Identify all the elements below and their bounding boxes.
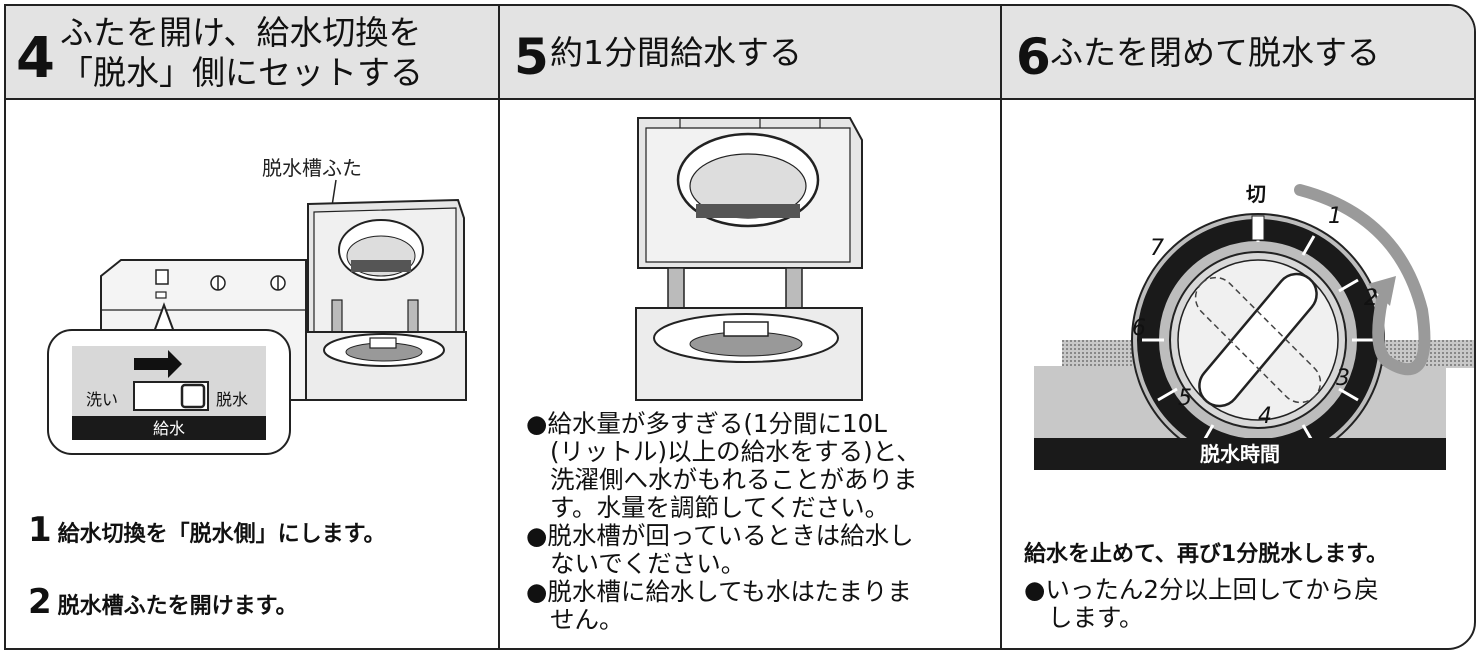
- instruction-panel: 4 ふたを開け、給水切換を 「脱水」側にセットする 脱水槽ふた: [4, 4, 1476, 650]
- step-6-number: 6: [1016, 28, 1051, 86]
- timer-caption: 脱水時間: [1200, 442, 1280, 466]
- note-line: ●給水量が多すぎる(1分間に10L: [526, 409, 887, 438]
- step-4-number: 4: [16, 26, 55, 91]
- note-line: ●いったん2分以上回してから戻: [1024, 575, 1379, 604]
- note-line: せん。: [550, 605, 624, 634]
- washer-top-illustration: [47, 179, 467, 455]
- step-5-column: 5 約1分間給水する ●給水量が多すぎる(1分間に10L (リットル)以上の給水…: [500, 6, 1002, 648]
- note-line: ●脱水槽が回っているときは給水し: [526, 521, 914, 550]
- dial-number-6: 6: [1132, 316, 1146, 341]
- step-5-number: 5: [514, 28, 549, 86]
- step-6-header: 6 ふたを閉めて脱水する: [1002, 6, 1474, 100]
- switch-right-label: 脱水: [216, 390, 249, 409]
- lid-label: 脱水槽ふた: [262, 156, 362, 180]
- dial-off-label: 切: [1246, 182, 1266, 206]
- switch-caption: 給水: [152, 419, 185, 438]
- step-4-column: 4 ふたを開け、給水切換を 「脱水」側にセットする 脱水槽ふた: [6, 6, 500, 648]
- step-6-column: 6 ふたを閉めて脱水する: [1002, 6, 1474, 648]
- note-line: (リットル)以上の給水をする)と、: [550, 437, 921, 466]
- step-4-header: 4 ふたを開け、給水切換を 「脱水」側にセットする: [6, 6, 498, 100]
- dial-number-1: 1: [1328, 204, 1342, 229]
- step-4-title-line1: ふたを開け、給水切換を: [60, 13, 422, 52]
- dial-number-7: 7: [1150, 236, 1164, 261]
- step-5-notes: ●給水量が多すぎる(1分間に10L (リットル)以上の給水をする)と、 洗濯側へ…: [526, 410, 921, 634]
- dial-number-2: 2: [1364, 286, 1378, 311]
- spin-timer-dial-illustration: [1034, 184, 1474, 470]
- step-4-title-line2: 「脱水」側にセットする: [60, 53, 423, 92]
- dial-number-3: 3: [1336, 366, 1350, 391]
- dial-number-4: 4: [1258, 404, 1272, 429]
- step-5-title: 約1分間給水する: [550, 33, 802, 72]
- note-line: 洗濯側へ水がもれることがありま: [550, 465, 918, 494]
- switch-left-label: 洗い: [86, 390, 119, 409]
- water-fill-illustration: [635, 117, 863, 401]
- step-6-note: ●いったん2分以上回してから戻 します。: [1024, 576, 1379, 632]
- step-6-title: ふたを閉めて脱水する: [1050, 33, 1380, 72]
- note-line: ●脱水槽に給水しても水はたまりま: [526, 577, 912, 606]
- step-6-bold-text: 給水を止めて、再び1分脱水します。: [1024, 542, 1389, 567]
- step-5-header: 5 約1分間給水する: [500, 6, 1000, 100]
- note-line: します。: [1048, 603, 1144, 632]
- note-line: ないでください。: [550, 549, 746, 578]
- note-line: す。水量を調節してください。: [550, 493, 890, 522]
- dial-number-5: 5: [1178, 386, 1192, 411]
